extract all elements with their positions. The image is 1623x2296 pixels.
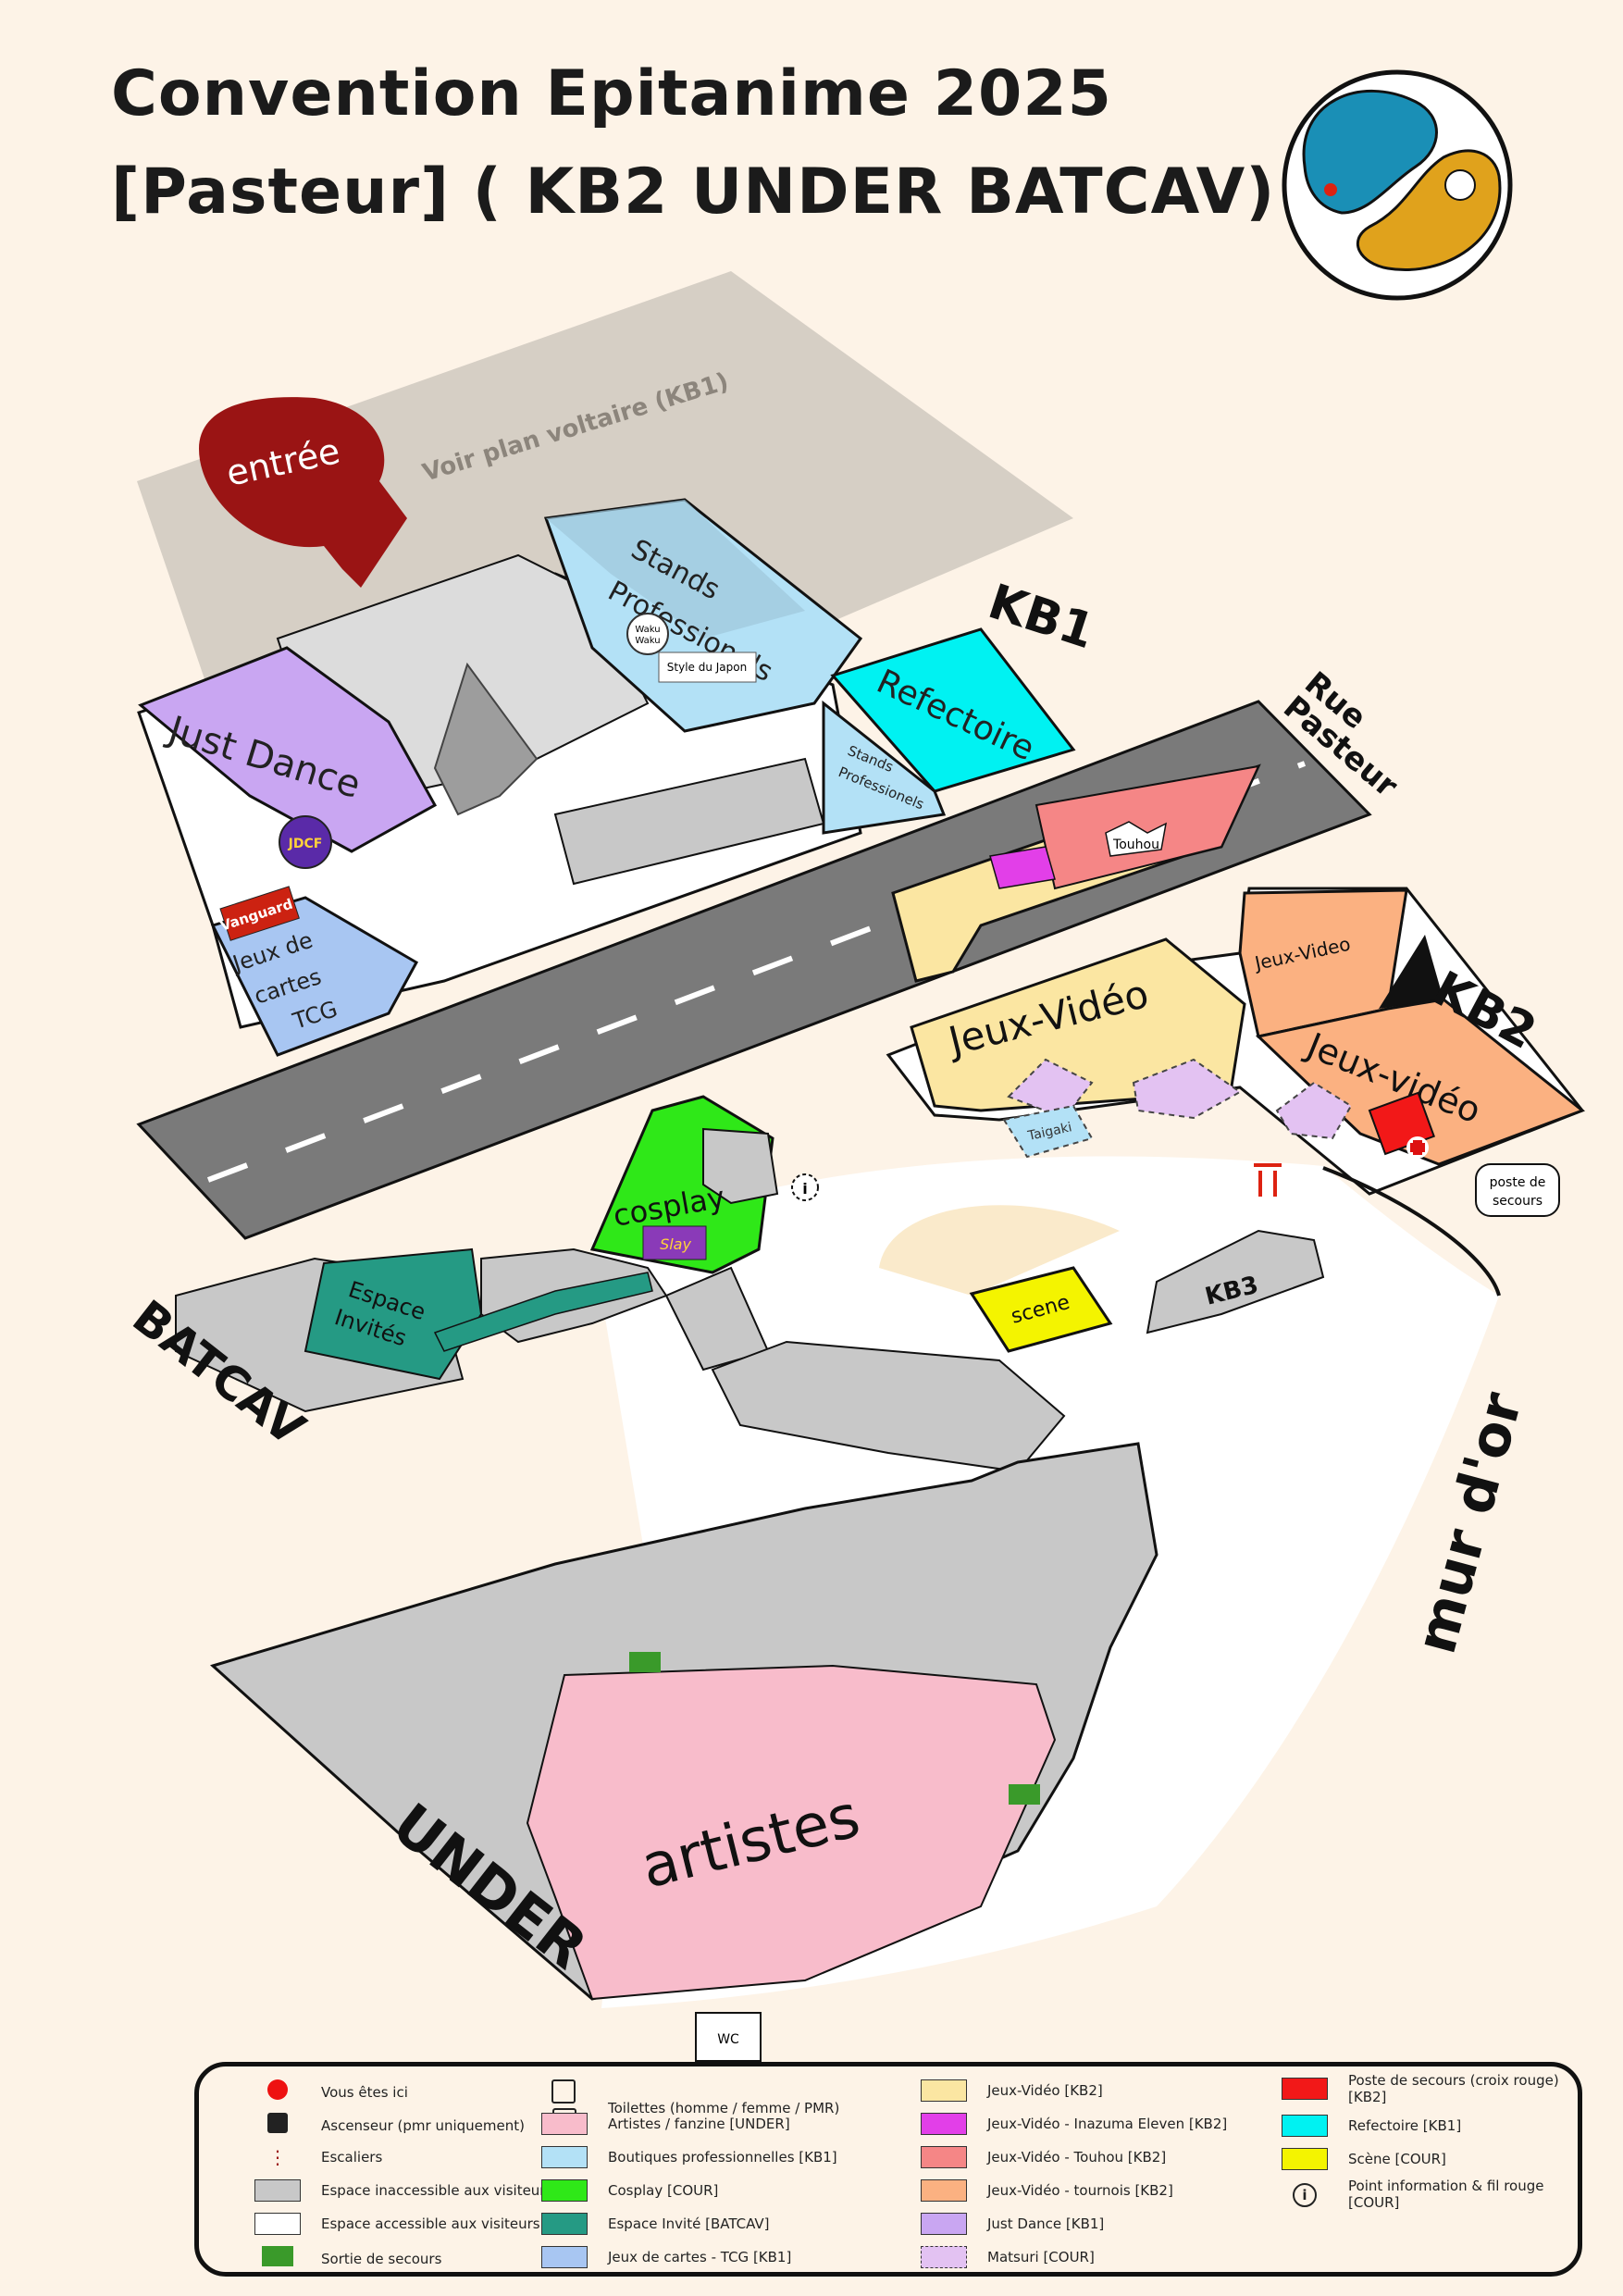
- matsuri-tent[interactable]: [1275, 1081, 1353, 1140]
- map-legend: Vous êtes ici Ascenseur (pmr uniquement)…: [194, 2062, 1582, 2277]
- info-point-icon[interactable]: [791, 1173, 819, 1201]
- matsuri-tent[interactable]: [1132, 1058, 1242, 1120]
- legend-item: ⋮Escaliers: [254, 2146, 382, 2168]
- legend-item: Poste de secours (croix rouge) [KB2]: [1282, 2072, 1559, 2105]
- legend-swatch: [921, 2146, 967, 2168]
- legend-item: Matsuri [COUR]: [921, 2246, 1095, 2268]
- legend-swatch: [254, 2179, 301, 2202]
- stairs-icon: ⋮: [268, 2146, 287, 2168]
- poste-label-line1: poste de: [1490, 1175, 1546, 1190]
- wakuwaku-logo: [626, 613, 669, 655]
- legend-swatch: [541, 2113, 588, 2135]
- venue-map: Voir plan voltaire (KB1) Just Dance JDCF…: [123, 69, 1585, 2062]
- stands-overlay-shade: [546, 500, 805, 639]
- legend-item: Jeux-Vidéo - Touhou [KB2]: [921, 2146, 1166, 2168]
- legend-swatch: [921, 2079, 967, 2102]
- under-wc-label: WC: [717, 2032, 739, 2047]
- emergency-exit-icon: [629, 1652, 661, 1672]
- legend-swatch: [1282, 2078, 1328, 2100]
- elevator-icon: [254, 2113, 301, 2138]
- zone-scene[interactable]: [969, 1266, 1113, 1353]
- mur-d-or-wall: [1322, 1166, 1501, 1297]
- espace-invites-path: [433, 1272, 653, 1352]
- zone-inazuma-eleven[interactable]: [989, 846, 1056, 889]
- road-center-line: [206, 761, 1307, 1183]
- legend-swatch: [1282, 2148, 1328, 2170]
- kb2-black-wedge: [1379, 935, 1443, 1009]
- legend-swatch: [921, 2246, 967, 2268]
- legend-swatch: [254, 2213, 301, 2235]
- jdcf-logo: [279, 815, 332, 869]
- emergency-exit-icon: [254, 2246, 301, 2271]
- slay-logo: [642, 1225, 707, 1260]
- legend-item: Espace accessible aux visiteurs: [254, 2213, 540, 2235]
- legend-swatch: [1282, 2115, 1328, 2137]
- legend-swatch: [921, 2213, 967, 2235]
- legend-swatch: [541, 2246, 588, 2268]
- legend-item: Jeux de cartes - TCG [KB1]: [541, 2246, 791, 2268]
- kb3-building: [1146, 1229, 1325, 1334]
- zone-stands-small[interactable]: [822, 700, 947, 835]
- info-icon: i: [1282, 2182, 1328, 2207]
- kb1-overlay-area: [137, 271, 1073, 703]
- legend-item: Artistes / fanzine [UNDER]: [541, 2113, 790, 2135]
- matsuri-tent[interactable]: [1007, 1058, 1094, 1120]
- legend-item: Jeux-Vidéo - Inazuma Eleven [KB2]: [921, 2113, 1227, 2135]
- zone-refectoire[interactable]: [830, 627, 1076, 793]
- red-cross-horizontal: [1410, 1143, 1425, 1152]
- zone-espace-invites[interactable]: [304, 1247, 483, 1381]
- legend-item: Espace inaccessible aux visiteurs: [254, 2179, 552, 2202]
- zone-just-dance[interactable]: [138, 646, 438, 853]
- legend-swatch: [541, 2179, 588, 2202]
- poste-label-line2: secours: [1493, 1194, 1542, 1209]
- epitanime-logo: [1282, 69, 1513, 301]
- emergency-exit-icon: [1009, 1784, 1040, 1805]
- legend-swatch: [921, 2179, 967, 2202]
- legend-item: Vous êtes ici: [254, 2079, 408, 2104]
- jdcf-logo-label: JDCF: [288, 837, 323, 851]
- info-point-glyph: i: [802, 1180, 807, 1198]
- wakuwaku-logo-line2: Waku: [635, 636, 660, 646]
- kb1-central-block: [433, 662, 539, 816]
- slay-logo-label: Slay: [660, 1235, 691, 1253]
- style-du-japon-label: Style du Japon: [667, 661, 747, 674]
- legend-item: Sortie de secours: [254, 2246, 441, 2271]
- zone-artistes[interactable]: [526, 1664, 1057, 2001]
- kb1-label: KB1: [982, 574, 1101, 660]
- under-wc[interactable]: [695, 2012, 762, 2062]
- cosplay-back-room: [702, 1127, 779, 1205]
- page-title: Convention Epitanime 2025: [111, 57, 1112, 130]
- legend-swatch: [541, 2146, 588, 2168]
- legend-swatch: [921, 2113, 967, 2135]
- entrance-marker: entrée: [199, 397, 407, 588]
- vanguard-logo: [219, 886, 300, 941]
- cour-inaccessible-block-large: [711, 1340, 1066, 1473]
- legend-item: Cosplay [COUR]: [541, 2179, 718, 2202]
- poste-secours-callout: [1475, 1163, 1560, 1217]
- matsuri-taigaki-stand[interactable]: [1002, 1104, 1094, 1159]
- torii-gate-icon: [1254, 1163, 1282, 1197]
- touhou-badge-label: Touhou: [1112, 838, 1159, 852]
- wakuwaku-logo-line1: Waku: [635, 625, 660, 635]
- zone-tcg[interactable]: [210, 896, 419, 1057]
- red-dot-icon: [254, 2079, 301, 2104]
- legend-item: Refectoire [KB1]: [1282, 2115, 1461, 2137]
- legend-item: Boutiques professionnelles [KB1]: [541, 2146, 837, 2168]
- legend-item: Espace Invité [BATCAV]: [541, 2213, 770, 2235]
- legend-item: Ascenseur (pmr uniquement): [254, 2113, 525, 2138]
- legend-swatch: [541, 2213, 588, 2235]
- legend-item: Jeux-Vidéo - tournois [KB2]: [921, 2179, 1173, 2202]
- legend-item: Just Dance [KB1]: [921, 2213, 1104, 2235]
- page-subtitle: [Pasteur] ( KB2 UNDER BATCAV): [111, 155, 1276, 229]
- scene-audience-area: [879, 1205, 1120, 1296]
- touhou-badge: [1105, 821, 1168, 857]
- legend-item: Scène [COUR]: [1282, 2148, 1446, 2170]
- style-du-japon-logo: [658, 652, 757, 683]
- zone-jeux-video-tournoi[interactable]: [1255, 998, 1585, 1166]
- legend-item: Jeux-Vidéo [KB2]: [921, 2079, 1103, 2102]
